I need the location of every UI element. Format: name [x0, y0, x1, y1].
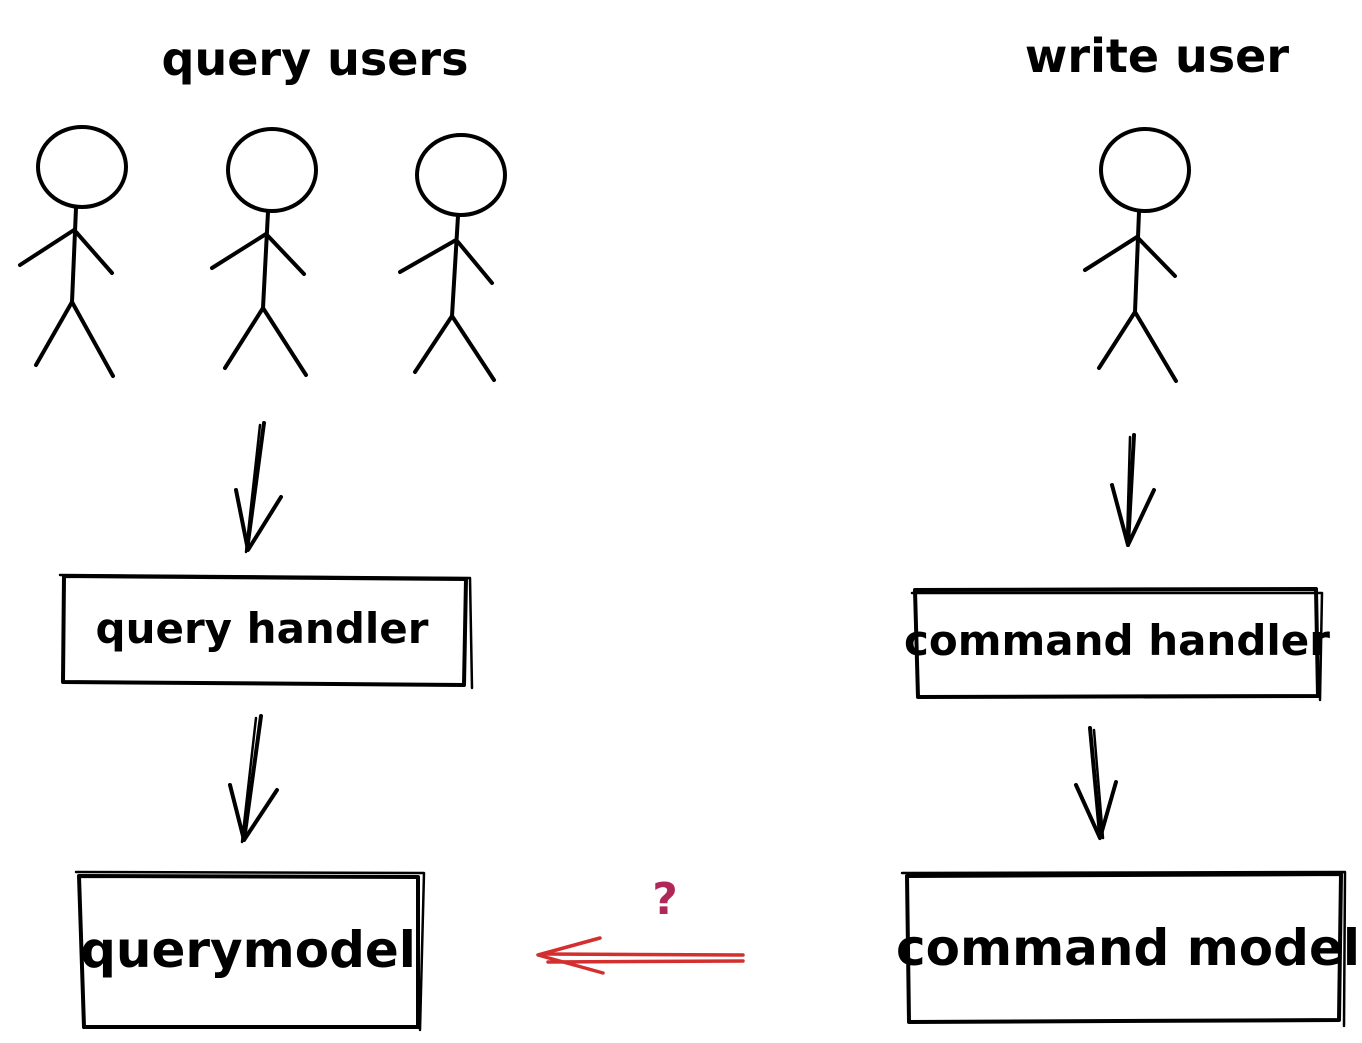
query-user-1-icon [18, 125, 128, 378]
query-handler-label: query handler [96, 604, 429, 653]
command-model-box: command model [896, 870, 1360, 1028]
left-arrow-icon [536, 936, 745, 975]
command-handler-box: command handler [904, 587, 1330, 702]
down-arrow-icon [228, 714, 279, 844]
down-arrow-icon [234, 421, 283, 554]
write-user-title: write user [1025, 29, 1289, 83]
question-mark: ? [652, 874, 678, 925]
querymodel-label: querymodel [80, 921, 416, 979]
write-user-icon [1083, 127, 1191, 383]
down-arrow-icon [1074, 726, 1118, 840]
command-handler-label: command handler [904, 616, 1330, 665]
query-user-3-icon [398, 133, 507, 382]
querymodel-box: querymodel [74, 870, 426, 1032]
command-model-label: command model [896, 919, 1360, 977]
query-user-2-icon [210, 127, 318, 377]
query-handler-box: query handler [58, 573, 474, 690]
down-arrow-icon [1110, 433, 1156, 547]
query-users-title: query users [162, 32, 469, 86]
